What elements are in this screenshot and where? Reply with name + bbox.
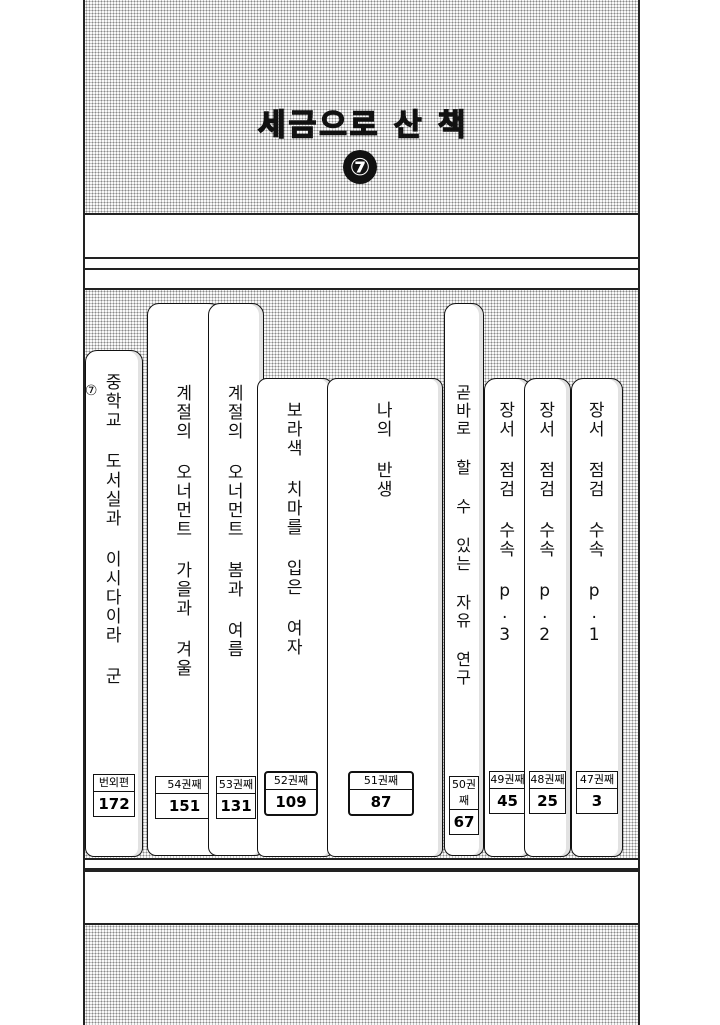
book-page: 109 — [275, 793, 307, 811]
book-page: 172 — [98, 795, 130, 813]
book-label: 53권째 131 — [216, 776, 256, 819]
volume-mark: ⑦ — [343, 150, 377, 184]
book-label: 52권째 109 — [264, 771, 318, 816]
book-label: 48권째 25 — [529, 771, 566, 814]
book-title: 장서 점검 수속 p.3 — [494, 401, 515, 647]
book-number: 51권째 — [350, 773, 412, 790]
book-title: 계절의 오너먼트 봄과 여름 — [223, 384, 244, 659]
shelf-board-top-edge — [85, 268, 638, 290]
book-number: 54권째 — [156, 777, 213, 794]
book-number: 번외편 — [94, 775, 134, 792]
book-sub-mark: ⑦ — [83, 383, 100, 401]
wall-background-top — [85, 0, 638, 213]
book-number: 48권째 — [530, 772, 565, 789]
shelf-board-bottom — [85, 870, 638, 925]
shelf-ledge — [85, 858, 638, 870]
floor-background — [85, 925, 638, 1025]
panel-frame — [83, 0, 640, 1025]
page-title: 세금으로 산 책 — [257, 107, 469, 144]
book-page: 67 — [453, 813, 475, 831]
book-page: 3 — [591, 792, 603, 810]
book-spine: 나의 반생 51권째 87 — [327, 378, 443, 857]
book-spine: 곧바로 할 수 있는 자유 연구 50권째 67 — [444, 303, 484, 856]
book-spine: 계절의 오너먼트 봄과 여름 53권째 131 — [208, 303, 264, 856]
book-number: 47권째 — [577, 772, 617, 789]
book-number: 50권째 — [450, 777, 478, 810]
shelf-board-top — [85, 213, 638, 259]
book-number: 49권째 — [490, 772, 525, 789]
book-label: 번외편 172 — [93, 774, 135, 817]
book-spine: 보라색 치마를 입은 여자 52권째 109 — [257, 378, 333, 857]
book-label: 49권째 45 — [489, 771, 526, 814]
book-page: 87 — [370, 793, 392, 811]
book-spine: 장서 점검 수속 p.3 49권째 45 — [484, 378, 531, 857]
book-page: 151 — [168, 797, 201, 815]
book-page: 25 — [537, 792, 558, 810]
book-page: 45 — [497, 792, 518, 810]
book-title: 장서 점검 수속 p.1 — [584, 401, 605, 647]
book-spine: 장서 점검 수속 p.2 48권째 25 — [524, 378, 571, 857]
book-title: 나의 반생 — [372, 401, 393, 499]
book-title: 장서 점검 수속 p.2 — [534, 401, 555, 647]
book-spine: 장서 점검 수속 p.1 47권째 3 — [571, 378, 623, 857]
book-label: 47권째 3 — [576, 771, 618, 814]
book-title: 곧바로 할 수 있는 자유 연구 — [452, 384, 472, 687]
book-label: 51권째 87 — [348, 771, 414, 816]
book-number: 52권째 — [266, 773, 316, 790]
book-title: 계절의 오너먼트 가을과 겨울 — [171, 384, 192, 678]
book-label: 50권째 67 — [449, 776, 479, 835]
book-number: 53권째 — [217, 777, 255, 794]
book-title: 보라색 치마를 입은 여자 — [282, 401, 303, 657]
book-label: 54권째 151 — [155, 776, 214, 819]
book-page: 131 — [220, 797, 252, 815]
